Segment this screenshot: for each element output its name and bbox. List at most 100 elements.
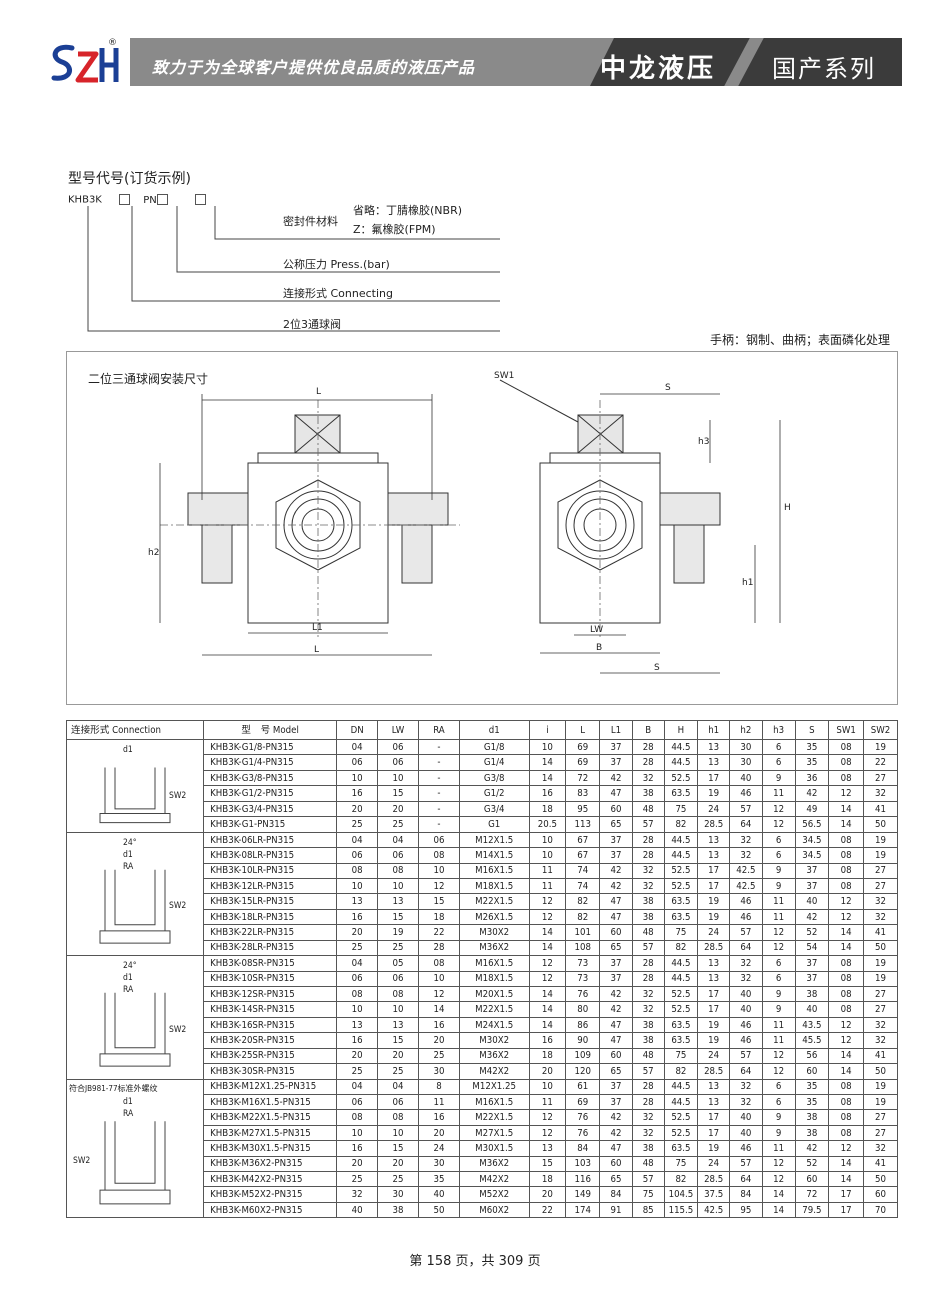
value-cell: 13 [697, 1093, 731, 1111]
value-cell: - [418, 800, 460, 818]
value-cell: 9 [761, 1124, 796, 1142]
value-cell: 14 [528, 986, 567, 1003]
value-cell: 47 [599, 908, 633, 926]
value-cell: 25 [336, 939, 379, 957]
value-cell: 44.5 [663, 970, 699, 988]
value-cell: 85 [631, 1201, 665, 1219]
value-cell: 47 [599, 1032, 633, 1049]
column-header: SW2 [863, 720, 898, 740]
connection-label: SW2 [73, 1156, 91, 1167]
value-cell: 08 [828, 1109, 865, 1126]
value-cell: - [418, 738, 460, 756]
value-cell: 47 [599, 785, 633, 802]
value-cell: 27 [863, 769, 898, 787]
connection-label: d1 [123, 973, 133, 984]
value-cell: 6 [761, 1078, 796, 1095]
value-cell: 25 [336, 1171, 379, 1188]
value-cell: 16 [418, 1109, 460, 1126]
value-cell: 20 [528, 1186, 567, 1203]
value-cell: M14X1.5 [458, 847, 530, 864]
column-header: 连接形式 Connection [65, 720, 205, 740]
connection-label: RA [123, 861, 134, 872]
value-cell: 16 [336, 908, 379, 926]
value-cell: 11 [528, 1093, 567, 1111]
value-cell: 60 [599, 1155, 633, 1173]
value-cell: 12 [761, 924, 796, 941]
value-cell: 12 [828, 1140, 865, 1157]
value-cell: 82 [663, 816, 699, 833]
value-cell: M27X1.5 [458, 1124, 530, 1142]
value-cell: 28 [631, 847, 665, 864]
order-code-pn: PN [143, 194, 157, 206]
value-cell: 42 [794, 1140, 830, 1157]
value-cell: 57 [631, 939, 665, 957]
value-cell: 46 [729, 1140, 763, 1157]
value-cell: 13 [697, 1078, 731, 1095]
model-cell: KHB3K-15LR-PN315 [203, 893, 338, 910]
value-cell: 13 [697, 738, 731, 756]
value-cell: 40 [336, 1201, 379, 1219]
value-cell: 18 [528, 1171, 567, 1188]
model-cell: KHB3K-18LR-PN315 [203, 908, 338, 926]
value-cell: 32 [631, 769, 665, 787]
value-cell: 14 [828, 1047, 865, 1065]
value-cell: 17 [828, 1186, 865, 1203]
value-cell: 60 [599, 924, 633, 941]
value-cell: 84 [729, 1186, 763, 1203]
model-cell: KHB3K-G1/8-PN315 [203, 738, 338, 756]
value-cell: 10 [377, 878, 419, 895]
value-cell: 27 [863, 1109, 898, 1126]
value-cell: M12X1.5 [458, 831, 530, 849]
value-cell: M36X2 [458, 939, 530, 957]
value-cell: 56.5 [794, 816, 830, 833]
value-cell: 103 [565, 1155, 601, 1173]
value-cell: 12 [828, 908, 865, 926]
value-cell: 04 [336, 1078, 379, 1095]
value-cell: 27 [863, 986, 898, 1003]
model-cell: KHB3K-G1/4-PN315 [203, 754, 338, 771]
value-cell: 52.5 [663, 862, 699, 880]
value-cell: 52.5 [663, 1001, 699, 1018]
value-cell: 08 [418, 847, 460, 864]
value-cell: 9 [761, 862, 796, 880]
code-box-seal [194, 194, 206, 205]
dim-S-bottom: S [654, 663, 660, 673]
value-cell: 25 [377, 1171, 419, 1188]
value-cell: 14 [828, 816, 865, 833]
value-cell: 35 [794, 738, 830, 756]
value-cell: 27 [863, 1001, 898, 1018]
value-cell: 20 [336, 1047, 379, 1065]
value-cell: 15 [418, 893, 460, 910]
value-cell: 11 [761, 1032, 796, 1049]
value-cell: 74 [565, 878, 601, 895]
value-cell: 69 [565, 738, 601, 756]
value-cell: 40 [729, 1001, 763, 1018]
value-cell: 57 [729, 924, 763, 941]
value-cell: 16 [336, 785, 379, 802]
value-cell: 149 [565, 1186, 601, 1203]
value-cell: 60 [794, 1063, 830, 1080]
value-cell: 82 [663, 1171, 699, 1188]
value-cell: 16 [528, 1032, 567, 1049]
value-cell: 19 [377, 924, 419, 941]
connection-fitting-sketch [99, 767, 171, 824]
model-cell: KHB3K-M60X2-PN315 [203, 1201, 338, 1219]
value-cell: 109 [565, 1047, 601, 1065]
value-cell: 14 [828, 1063, 865, 1080]
value-cell: M16X1.5 [458, 955, 530, 972]
value-cell: 22 [863, 754, 898, 771]
dim-h3: h3 [698, 437, 709, 447]
value-cell: 12 [828, 1032, 865, 1049]
value-cell: 32 [336, 1186, 379, 1203]
value-cell: 46 [729, 1016, 763, 1034]
value-cell: 6 [761, 955, 796, 972]
value-cell: 104.5 [663, 1186, 699, 1203]
value-cell: 20 [377, 1047, 419, 1065]
value-cell: 06 [377, 754, 419, 771]
value-cell: 14 [828, 939, 865, 957]
value-cell: G1/4 [458, 754, 530, 771]
